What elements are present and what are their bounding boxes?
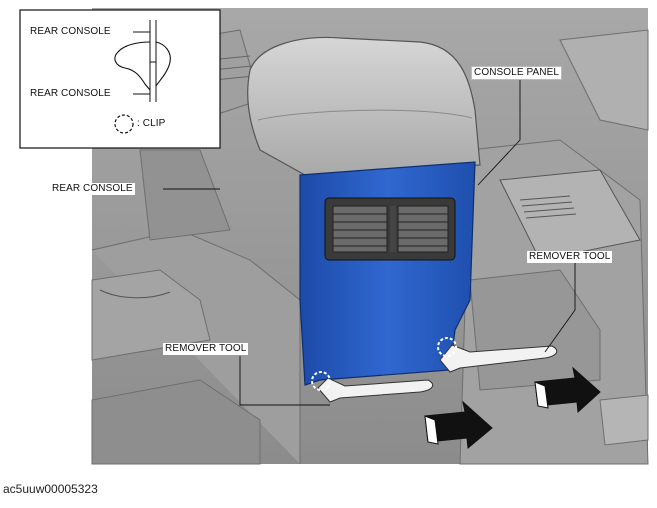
label-inset-rear-console-top: REAR CONSOLE <box>30 26 111 37</box>
remover-tool-right <box>439 344 558 373</box>
label-rear-console: REAR CONSOLE <box>50 183 135 195</box>
remover-tool-left <box>317 377 434 403</box>
clip-marker-left <box>311 371 331 391</box>
air-vent <box>324 197 456 261</box>
label-remover-tool-right: REMOVER TOOL <box>527 251 613 263</box>
leader-lines <box>163 80 576 406</box>
label-inset-rear-console-bottom: REAR CONSOLE <box>30 88 111 99</box>
pull-arrow-right <box>534 366 601 414</box>
label-console-panel: CONSOLE PANEL <box>471 66 563 80</box>
clip-marker-right <box>437 337 457 357</box>
pull-arrow-left <box>424 400 493 449</box>
clip-legend-icon <box>114 114 134 134</box>
rear-console-top <box>247 36 481 176</box>
inset-detail-box <box>19 9 221 149</box>
label-remover-tool-left: REMOVER TOOL <box>163 343 249 355</box>
figure-caption: ac5uuw00005323 <box>3 482 98 496</box>
label-inset-clip: : CLIP <box>137 118 166 129</box>
